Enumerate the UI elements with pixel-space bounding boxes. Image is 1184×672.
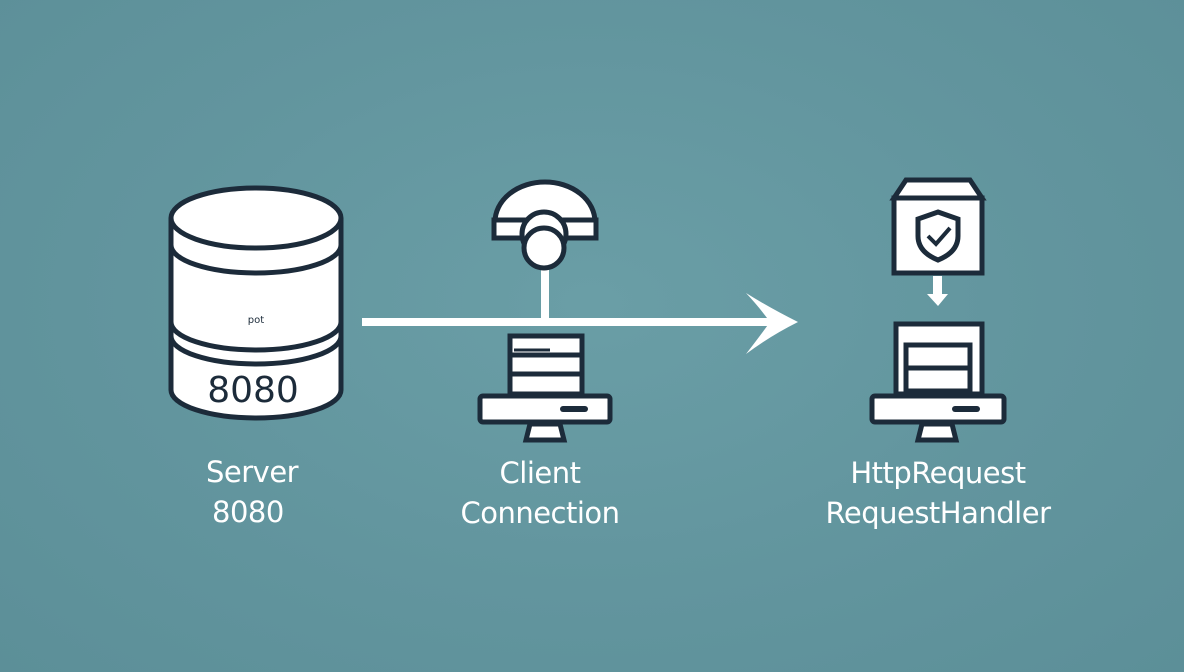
cylinder-port-text: 8080 — [207, 370, 299, 411]
handler-computer-icon — [869, 321, 1007, 443]
cylinder-small-text: pot — [248, 315, 264, 326]
client-label: Client Connection — [440, 453, 640, 533]
client-label-line1: Client — [499, 456, 581, 490]
server-label: Server 8080 — [206, 452, 299, 532]
arrow-shaft — [362, 318, 782, 326]
main-arrow — [362, 293, 798, 354]
down-arrow-icon — [927, 276, 948, 306]
handler-label: HttpRequest RequestHandler — [808, 453, 1068, 533]
antenna-icon — [491, 179, 599, 320]
handler-label-line2: RequestHandler — [825, 496, 1052, 530]
client-label-line2: Connection — [460, 496, 620, 530]
arrow-head-icon — [746, 293, 798, 354]
server-label-line1: Server — [206, 455, 299, 489]
handler-label-line1: HttpRequest — [850, 456, 1026, 490]
shield-box-icon — [889, 177, 987, 276]
database-cylinder-icon[interactable] — [168, 185, 344, 421]
client-computer-icon — [477, 333, 613, 443]
server-label-line2: 8080 — [212, 495, 284, 529]
